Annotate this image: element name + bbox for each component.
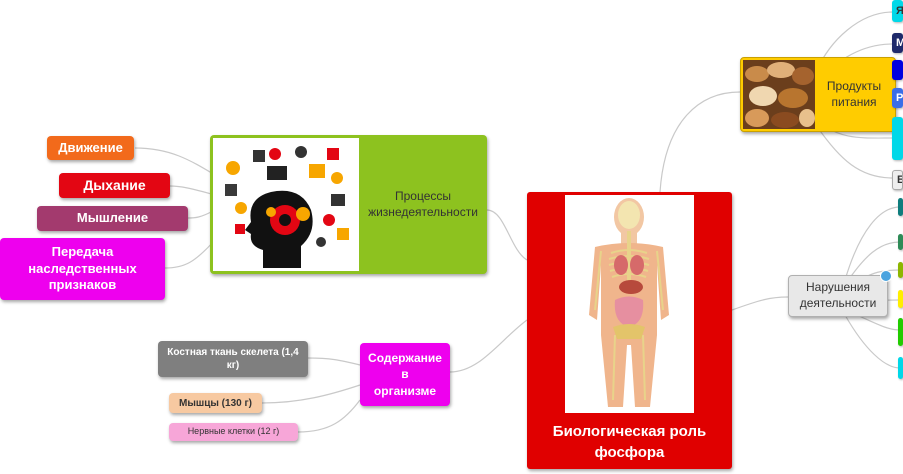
bone-tissue-node[interactable]: Костная ткань скелета (1,4 кг) (158, 341, 308, 377)
edge-node-8[interactable] (898, 234, 903, 250)
food-image (743, 60, 815, 129)
food-node[interactable]: Продукты питания (740, 57, 896, 132)
content-label-line1: Содержание (368, 351, 442, 366)
content-node[interactable]: Содержание в организме (360, 343, 450, 406)
central-title-line1: Биологическая роль (552, 423, 707, 440)
edge-node-3[interactable] (892, 60, 903, 80)
central-title-line2: фосфора (594, 444, 665, 461)
brain-icons-image (213, 138, 359, 271)
breathing-node[interactable]: Дыхание (59, 173, 170, 198)
disorders-node[interactable]: Нарушения деятельности (788, 275, 888, 317)
food-label-line1: Продукты (826, 78, 882, 93)
edge-node-1[interactable]: Я (892, 0, 903, 22)
processes-label-line2: жизнедеятельности (368, 204, 478, 219)
content-label-line3: организме (373, 383, 437, 398)
thinking-node[interactable]: Мышление (37, 206, 188, 231)
muscles-node[interactable]: Мышцы (130 г) (169, 393, 262, 413)
processes-label-line1: Процессы (394, 188, 451, 203)
edge-node-11[interactable] (898, 318, 903, 346)
edge-node-10[interactable] (898, 290, 903, 308)
central-node[interactable]: Биологическая роль фосфора (527, 192, 732, 469)
content-label-line2: в (401, 367, 409, 382)
nerve-cells-node[interactable]: Нервные клетки (12 г) (169, 423, 298, 441)
disorders-label-line2: деятельности (799, 296, 877, 310)
processes-node[interactable]: Процессы жизнедеятельности (210, 135, 487, 274)
edge-node-12[interactable] (898, 357, 903, 379)
edge-node-9[interactable] (898, 262, 903, 278)
disorders-label-line1: Нарушения (805, 280, 870, 295)
edit-pencil-icon[interactable] (880, 270, 892, 282)
edge-node-7[interactable] (898, 198, 903, 216)
food-label-line2: питания (831, 94, 877, 109)
movement-node[interactable]: Движение (47, 136, 134, 160)
edge-node-2[interactable]: М (892, 33, 903, 53)
human-anatomy-image (565, 195, 694, 413)
heredity-node[interactable]: Передача наследственных признаков (0, 238, 165, 300)
edge-node-4[interactable]: Р (892, 88, 903, 108)
edge-node-6[interactable]: Б (892, 170, 903, 190)
edge-node-5[interactable] (892, 117, 903, 160)
